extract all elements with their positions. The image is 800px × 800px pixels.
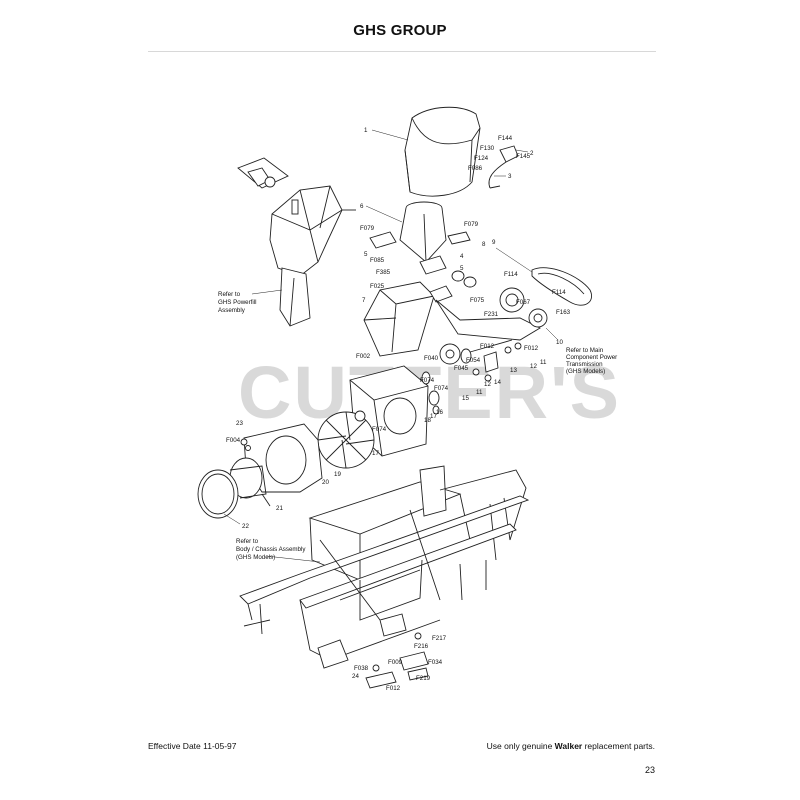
callout: 24 (352, 673, 359, 680)
callout: 19 (334, 471, 341, 478)
callout: 3 (508, 173, 512, 180)
callout: 7 (362, 297, 366, 304)
drive-assembly-part: 8 9 F114 F114 F075 F067 F163 F231 10 Ref… (429, 239, 617, 375)
powerfill-assembly-inset: Refer to GHS Powerfill Assembly (218, 157, 356, 327)
callout: 13 (510, 367, 517, 374)
lower-chute-part: F025 7 F002 (356, 281, 435, 360)
reference-label: Refer to Main (566, 347, 604, 354)
callout: F034 (428, 659, 443, 666)
callout: F385 (376, 269, 391, 276)
callout: F163 (556, 309, 571, 316)
callout: F074 (372, 426, 387, 433)
bottom-hardware-part: F217 F216 F009 F034 F219 F038 24 F012 (352, 632, 447, 692)
callout: F045 (454, 365, 469, 372)
callout: F079 (360, 225, 375, 232)
callout: 12 (530, 363, 537, 370)
watermark: CUTTER'S (238, 351, 621, 434)
callout: 23 (236, 420, 243, 427)
callout: 8 (482, 241, 486, 248)
callout: 15 (462, 395, 469, 402)
callout: F004 (226, 437, 241, 444)
callout: F002 (356, 353, 371, 360)
footer-note: Use only genuine Walker replacement part… (486, 741, 655, 751)
callout: 9 (492, 239, 496, 246)
callout: F040 (424, 355, 439, 362)
jackshaft-part: F012 F012 F040 F054 F045 11 11 12 12 13 … (424, 339, 547, 402)
callout: F079 (464, 221, 479, 228)
callout: F217 (432, 635, 447, 642)
reference-label: Refer to (236, 538, 259, 545)
callout: F075 (470, 297, 485, 304)
brand-name: Walker (554, 741, 583, 751)
callout: 12 (484, 381, 491, 388)
callout: F074 (420, 377, 435, 384)
callout: F012 (480, 343, 495, 350)
reference-label: Body / Chassis Assembly (236, 546, 306, 553)
callout: 22 (242, 523, 249, 530)
callout: 20 (322, 479, 329, 486)
callout: 6 (360, 203, 364, 210)
callout: F009 (388, 659, 403, 666)
callout: F038 (354, 665, 369, 672)
callout: F012 (524, 345, 539, 352)
callout: 11 (476, 389, 483, 396)
callout: 10 (556, 339, 563, 346)
callout: 2 (530, 150, 534, 157)
callout: F216 (414, 643, 429, 650)
callout: F074 (434, 385, 449, 392)
reference-label: GHS Powerfill (218, 299, 257, 306)
callout: F114 (552, 289, 566, 296)
callout: F012 (386, 685, 401, 692)
callout: 18 (424, 417, 431, 424)
callout: F067 (516, 299, 531, 306)
callout: F085 (370, 257, 385, 264)
reference-label: Refer to (218, 291, 241, 298)
page-title: GHS GROUP (353, 22, 447, 39)
callout: F130 (480, 145, 495, 152)
callout: F231 (484, 311, 499, 318)
chute-hood-part: 1 (364, 106, 481, 197)
page-number: 23 (644, 765, 655, 775)
intake-ring-part: 22 (197, 469, 249, 530)
callout: 21 (276, 505, 283, 512)
callout: 5 (460, 265, 464, 272)
callout: F086 (468, 165, 483, 172)
callout: F114 (504, 271, 518, 278)
callout: 1 (364, 127, 368, 134)
callout: 17 (430, 413, 437, 420)
deflector-actuator-part: 2 3 F144 F130 F145 F124 F086 (468, 135, 534, 189)
callout: F219 (416, 675, 431, 682)
callout: F145 (516, 153, 531, 160)
callout: 16 (436, 409, 443, 416)
callout: F144 (498, 135, 513, 142)
chassis-frame-part: Refer to Body / Chassis Assembly (GHS Mo… (236, 465, 530, 669)
callout: F124 (474, 155, 489, 162)
callout: 14 (494, 379, 501, 386)
callout: 11 (540, 359, 547, 366)
reference-label: (GHS Models) (566, 368, 605, 375)
callout: 5 (364, 251, 368, 258)
intake-adapter-part: 21 (229, 457, 283, 512)
callout: 4 (460, 253, 464, 260)
callout: 17 (372, 450, 379, 457)
effective-date: Effective Date 11-05-97 (148, 741, 237, 751)
impeller-part: 19 (317, 410, 375, 478)
callout: F025 (370, 283, 385, 290)
title-divider (148, 51, 656, 52)
callout: F054 (466, 357, 481, 364)
reference-label: Transmission (566, 361, 603, 368)
reference-label: Component Power (566, 354, 617, 361)
reference-label: Assembly (218, 307, 246, 314)
reference-label: (GHS Models) (236, 554, 275, 561)
upper-chute-part: 6 F079 F079 F085 5 4 F385 5 (360, 201, 479, 276)
